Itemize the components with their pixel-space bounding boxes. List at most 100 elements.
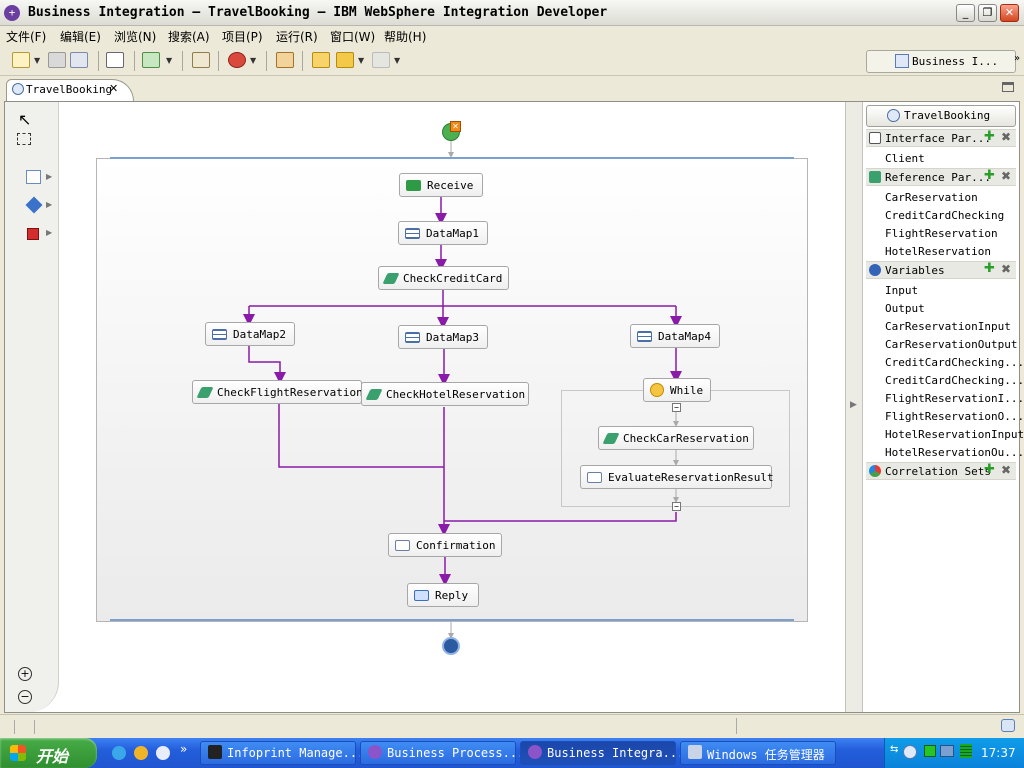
node-datamap2[interactable]: DataMap2 (205, 322, 295, 346)
tray-sash[interactable] (845, 102, 863, 712)
tray-item[interactable]: HotelReservation (885, 245, 991, 258)
network-icon[interactable] (940, 745, 954, 757)
node-confirmation[interactable]: Confirmation (388, 533, 502, 557)
faults-icon[interactable] (27, 228, 39, 240)
quick-launch-icon[interactable] (112, 746, 126, 760)
tray-item[interactable]: FlightReservation (885, 227, 998, 240)
tray-item[interactable]: Output (885, 302, 925, 315)
menu-window[interactable]: 窗口(W) (330, 30, 376, 44)
collapse-tray-icon[interactable]: ▶ (850, 400, 857, 410)
node-datamap3[interactable]: DataMap3 (398, 325, 488, 349)
collapse-while-end-icon[interactable]: − (672, 502, 681, 511)
node-checkhotelreservation[interactable]: CheckHotelReservation (361, 382, 529, 406)
remove-interface-icon[interactable]: ✖ (1001, 130, 1012, 144)
tray-item[interactable]: Client (885, 152, 925, 165)
background-tasks-icon[interactable] (1001, 719, 1015, 732)
maximize-button[interactable]: ❐ (978, 4, 997, 22)
node-checkcreditcard[interactable]: CheckCreditCard (378, 266, 509, 290)
tray-item[interactable]: HotelReservationOu... (885, 446, 1024, 459)
menu-run[interactable]: 运行(R) (276, 30, 318, 44)
tray-item[interactable]: CreditCardChecking (885, 209, 1005, 222)
tray-item[interactable]: FlightReservationI... (885, 392, 1024, 405)
new-dropdown-icon[interactable]: ▼ (34, 56, 41, 65)
node-evaluatereservationresult[interactable]: EvaluateReservationResult (580, 465, 774, 489)
expand-arrow-icon[interactable]: ▶ (46, 172, 53, 181)
remove-variable-icon[interactable]: ✖ (1001, 262, 1012, 276)
minimize-button[interactable]: _ (956, 4, 975, 22)
menu-file[interactable]: 文件(F) (6, 30, 47, 44)
select-tool-icon[interactable]: ↖ (18, 110, 32, 129)
quick-launch-icon[interactable] (134, 746, 148, 760)
tray-item[interactable]: Input (885, 284, 919, 297)
show-hidden-icons-icon[interactable] (903, 745, 917, 759)
add-correlation-icon[interactable]: ✚ (984, 462, 995, 477)
deploy-dropdown-icon[interactable]: ▼ (166, 56, 173, 65)
tray-item[interactable]: CarReservationInput (885, 320, 1011, 333)
add-variable-icon[interactable]: ✚ (984, 261, 995, 276)
tray-item[interactable]: CreditCardChecking... (885, 356, 1024, 369)
tray-status-icon[interactable] (924, 745, 936, 757)
pencil-icon[interactable] (276, 52, 294, 68)
close-button[interactable]: ✕ (1000, 4, 1019, 22)
task-task-manager[interactable] (680, 741, 836, 765)
toolbar-overflow-icon[interactable]: » (1014, 53, 1021, 64)
task-infoprint[interactable] (200, 741, 356, 765)
quick-launch-overflow-icon[interactable]: » (180, 742, 188, 756)
forward-dropdown-icon[interactable]: ▼ (394, 56, 401, 65)
new-icon[interactable] (12, 52, 30, 68)
language-icon[interactable]: ⇆ (890, 744, 899, 755)
task-business-integration[interactable] (520, 741, 676, 765)
basic-actions-icon[interactable] (26, 170, 41, 184)
tab-label[interactable]: TravelBooking (26, 83, 113, 96)
save-icon[interactable] (48, 52, 66, 68)
tab-close-icon[interactable]: ✕ (109, 82, 119, 95)
tray-process-button[interactable] (866, 105, 1016, 127)
expand-arrow-icon[interactable]: ▶ (46, 200, 53, 209)
cpu-meter-icon[interactable] (960, 744, 972, 758)
zoom-out-icon[interactable]: − (18, 690, 32, 704)
last-edit-icon[interactable] (312, 52, 330, 68)
add-interface-icon[interactable]: ✚ (984, 129, 995, 144)
node-checkflightreservation[interactable]: CheckFlightReservation (192, 380, 363, 404)
menu-project[interactable]: 项目(P) (222, 30, 263, 44)
collapse-while-icon[interactable]: − (672, 403, 681, 412)
back-icon[interactable] (336, 52, 354, 68)
menu-navigate[interactable]: 浏览(N) (114, 30, 157, 44)
clock[interactable]: 17:37 (981, 746, 1016, 760)
forward-icon[interactable] (372, 52, 390, 68)
tray-item[interactable]: CarReservation (885, 191, 978, 204)
expand-arrow-icon[interactable]: ▶ (46, 228, 53, 237)
node-while[interactable]: While (643, 378, 711, 402)
tray-item[interactable]: CreditCardChecking... (885, 374, 1024, 387)
deploy-icon[interactable] (142, 52, 160, 68)
media-player-icon[interactable] (156, 746, 170, 760)
run-dropdown-icon[interactable]: ▼ (250, 56, 257, 65)
start-label[interactable]: 开始 (36, 747, 69, 766)
properties-icon[interactable] (106, 52, 124, 68)
node-checkcarreservation[interactable]: CheckCarReservation (598, 426, 754, 450)
end-node-icon[interactable] (442, 637, 460, 655)
tray-item[interactable]: FlightReservationO... (885, 410, 1024, 423)
add-reference-icon[interactable]: ✚ (984, 168, 995, 183)
title-bar[interactable] (0, 0, 1024, 26)
remove-reference-icon[interactable]: ✖ (1001, 169, 1012, 183)
perspective-label[interactable]: Business I... (912, 55, 999, 68)
remove-correlation-icon[interactable]: ✖ (1001, 463, 1012, 477)
tray-item[interactable]: HotelReservationInput (885, 428, 1024, 441)
tray-item[interactable]: CarReservationOutput (885, 338, 1018, 351)
menu-edit[interactable]: 编辑(E) (60, 30, 101, 44)
menu-search[interactable]: 搜索(A) (168, 30, 210, 44)
task-business-process[interactable] (360, 741, 516, 765)
run-icon[interactable] (228, 52, 246, 68)
tray-title[interactable]: TravelBooking (904, 109, 991, 122)
back-dropdown-icon[interactable]: ▼ (358, 56, 365, 65)
maximize-editor-icon[interactable] (1002, 82, 1014, 92)
print-icon[interactable] (70, 52, 88, 68)
zoom-in-icon[interactable]: + (18, 667, 32, 681)
node-reply[interactable]: Reply (407, 583, 479, 607)
open-type-icon[interactable] (192, 52, 210, 68)
node-datamap4[interactable]: DataMap4 (630, 324, 720, 348)
node-datamap1[interactable]: DataMap1 (398, 221, 488, 245)
menu-help[interactable]: 帮助(H) (384, 30, 427, 44)
marquee-tool-icon[interactable] (17, 133, 31, 145)
